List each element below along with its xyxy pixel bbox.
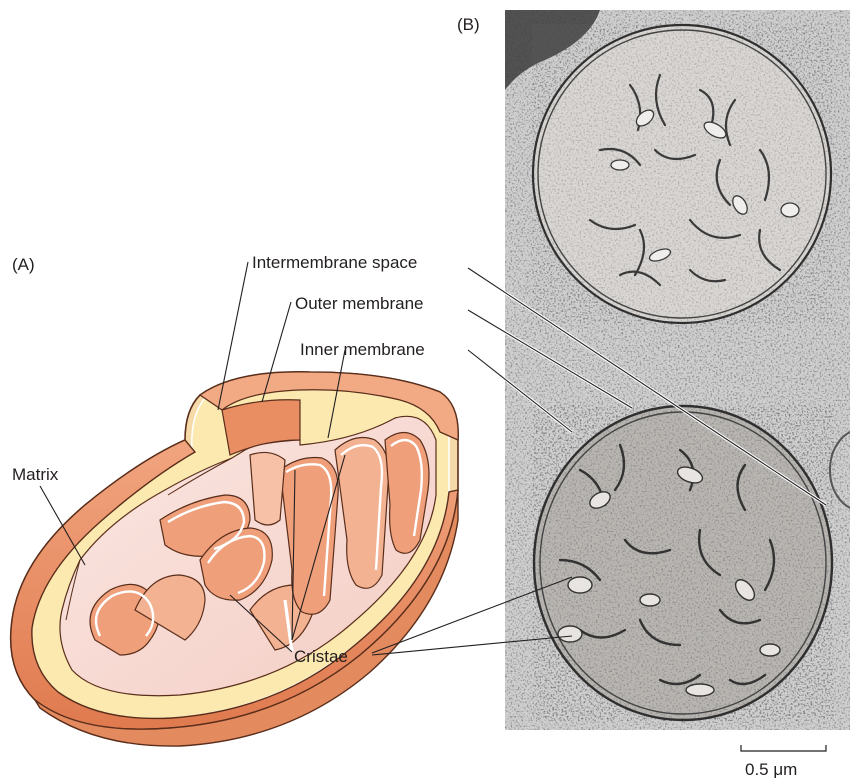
mitochondrion-cutaway-diagram [11,372,459,746]
electron-micrograph [505,10,861,730]
label-inner-membrane: Inner membrane [300,340,425,359]
scale-bar-label: 0.5 μm [745,760,797,779]
label-intermembrane-space: Intermembrane space [252,253,417,272]
label-outer-membrane: Outer membrane [295,294,424,313]
panel-a-label: (A) [12,255,35,274]
micrograph-mitochondrion-upper [532,24,832,324]
micrograph-mitochondrion-lower [533,405,833,721]
label-cristae: Cristae [294,647,348,666]
scale-bar: 0.5 μm [741,745,826,779]
label-matrix: Matrix [12,465,59,484]
panel-b-label: (B) [457,15,480,34]
